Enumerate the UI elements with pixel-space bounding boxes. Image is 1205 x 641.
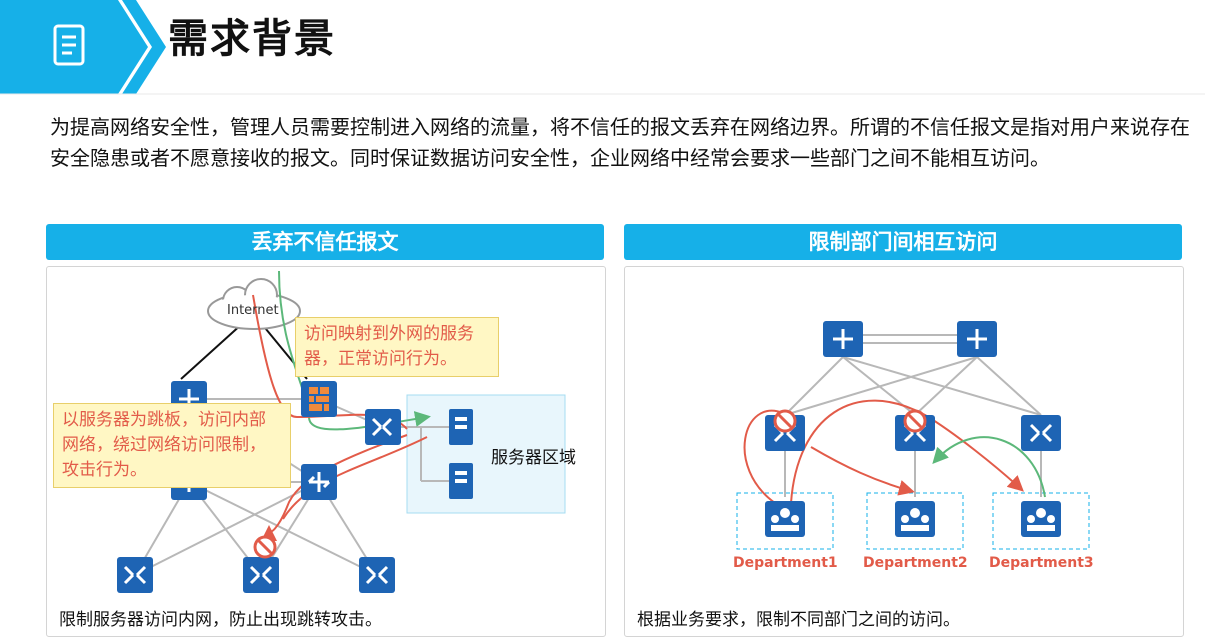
user-group-icon: [895, 501, 935, 537]
user-group-icon: [765, 501, 805, 537]
allowed-access-callout: 访问映射到外网的服务器，正常访问行为。: [295, 317, 499, 377]
server-icon: [449, 463, 473, 499]
left-panel: Internet 访问映射到外网的服务器，正常访问行为。 以服务器为跳板，访问内…: [46, 266, 606, 637]
aggregation-router-icon: [301, 464, 337, 500]
header-banner: [0, 0, 1205, 95]
left-panel-heading: 丢弃不信任报文: [46, 224, 604, 260]
document-icon: [53, 24, 85, 66]
blocked-icon: [253, 535, 277, 559]
core-router-icon: [957, 321, 997, 357]
department-box: [992, 492, 1090, 550]
firewall-icon: [301, 381, 337, 417]
left-panel-caption: 限制服务器访问内网，防止出现跳转攻击。: [59, 610, 382, 630]
department-label: Department2: [863, 555, 968, 571]
access-switch-icon: [243, 557, 279, 593]
department-label: Department3: [989, 555, 1094, 571]
user-group-icon: [1021, 501, 1061, 537]
right-panel-caption: 根据业务要求，限制不同部门之间的访问。: [637, 610, 960, 630]
attack-callout: 以服务器为跳板，访问内部网络，绕过网络访问限制，攻击行为。: [53, 403, 291, 488]
allowed-flow-arrow: [932, 436, 1046, 498]
core-switch-icon: [365, 409, 401, 445]
network-links: [784, 334, 1042, 497]
right-panel-heading: 限制部门间相互访问: [624, 224, 1182, 260]
intro-paragraph: 为提高网络安全性，管理人员需要控制进入网络的流量，将不信任的报文丢弃在网络边界。…: [50, 115, 1190, 170]
blocked-flow-arrow: [743, 409, 784, 504]
right-network-diagram: [736, 321, 1090, 550]
server-zone-label: 服务器区域: [491, 448, 576, 468]
blocked-icon: [903, 409, 927, 433]
server-zone-box: [406, 394, 566, 514]
internet-label: Internet: [227, 303, 279, 318]
department-box: [866, 492, 964, 550]
switch-icon: [1021, 415, 1061, 451]
core-router-icon: [823, 321, 863, 357]
department-box: [736, 492, 834, 550]
access-switch-icon: [359, 557, 395, 593]
access-switch-icon: [117, 557, 153, 593]
left-network-diagram: [117, 270, 566, 593]
page-title: 需求背景: [168, 16, 336, 62]
server-icon: [449, 409, 473, 445]
internet-links: [180, 322, 308, 380]
department-label: Department1: [733, 555, 838, 571]
internet-cloud-icon: [207, 278, 301, 330]
blocked-icon: [773, 409, 797, 433]
right-panel: Department1 Department2 Department3 根据业务…: [624, 266, 1184, 637]
